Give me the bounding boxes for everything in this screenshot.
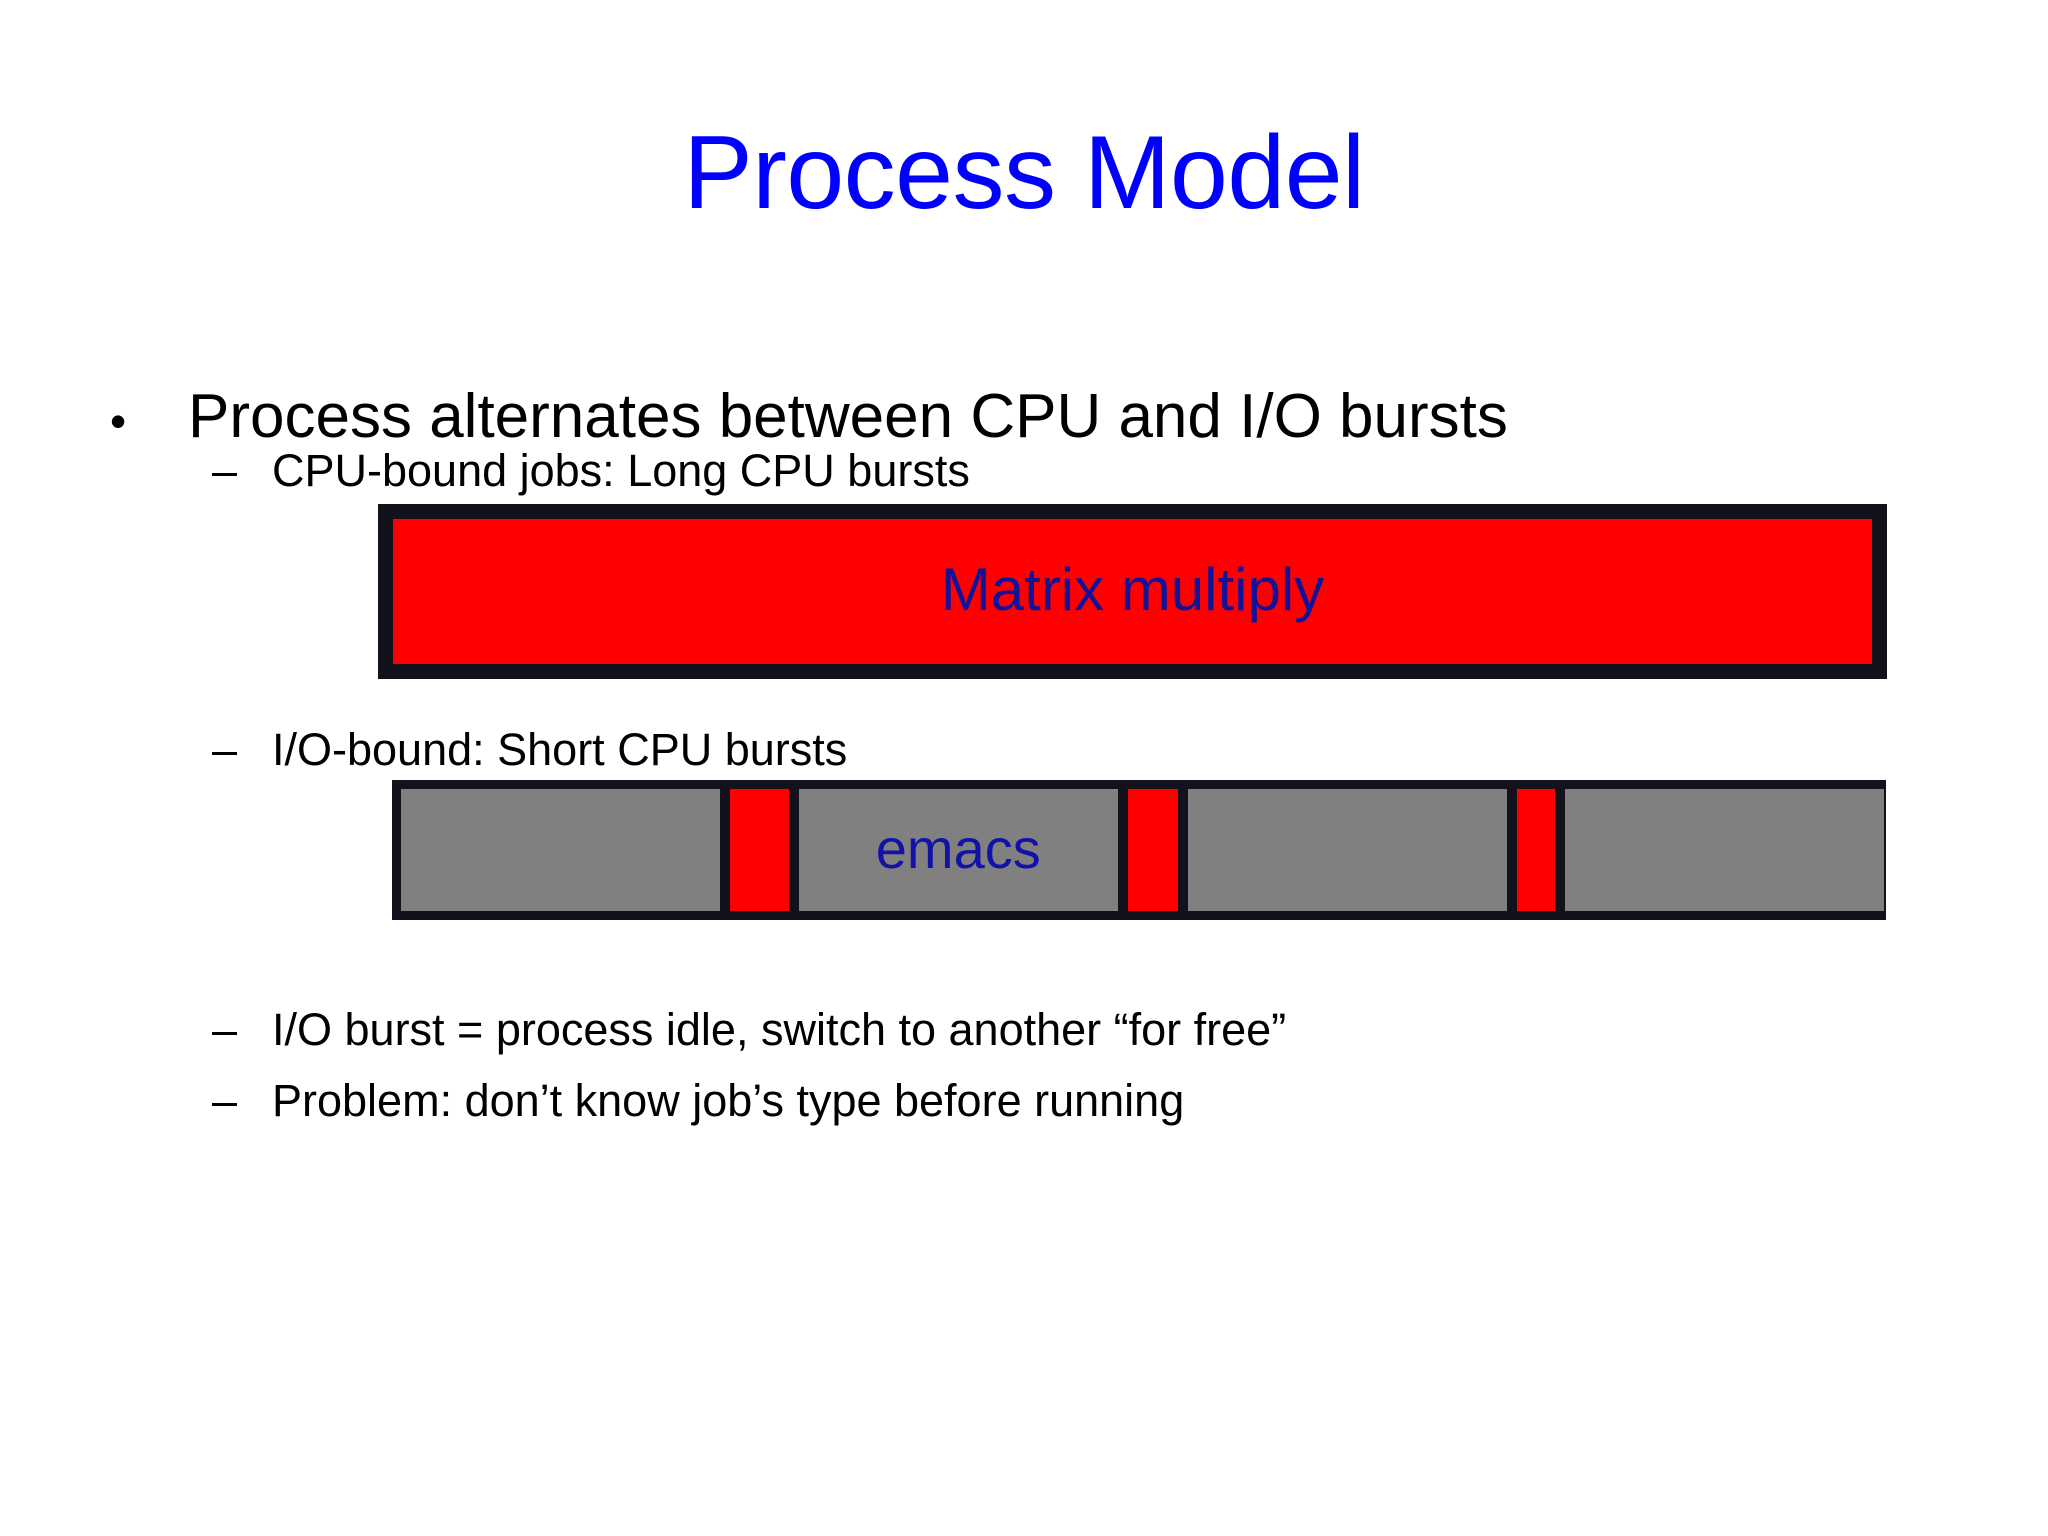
io-bar-cpu-burst-segment	[1127, 789, 1178, 911]
io-bar-idle-segment: emacs	[798, 789, 1118, 911]
io-bar-separator	[1117, 789, 1128, 911]
bullet-marker-dash: –	[212, 724, 238, 775]
io-bound-bar-label: emacs	[875, 817, 1041, 880]
bullet-marker-dash: –	[212, 445, 238, 496]
bullet-level2-cpu-bound-text: CPU-bound jobs: Long CPU bursts	[272, 445, 970, 496]
io-bar-cpu-burst-segment	[729, 789, 789, 911]
bullet-level2-io-burst-free: – I/O burst = process idle, switch to an…	[212, 1007, 1962, 1052]
io-bar-idle-segment	[1565, 789, 1884, 911]
io-bar-idle-segment	[1187, 789, 1507, 911]
io-bar-cpu-burst-segment	[1516, 789, 1556, 911]
bullet-level1-text: Process alternates between CPU and I/O b…	[188, 382, 1508, 451]
bullet-level2-io-bound-text: I/O-bound: Short CPU bursts	[272, 724, 848, 775]
page-title: Process Model	[683, 115, 1365, 231]
bullet-level2-problem-job-type: – Problem: don’t know job’s type before …	[212, 1078, 1962, 1123]
io-bar-separator	[1506, 789, 1517, 911]
io-bar-separator	[719, 789, 730, 911]
bullet-level2-io-burst-free-text: I/O burst = process idle, switch to anot…	[272, 1004, 1287, 1055]
cpu-bound-bar-label: Matrix multiply	[940, 555, 1325, 623]
bullet-level2-io-bound: – I/O-bound: Short CPU bursts	[212, 727, 1962, 772]
io-bar-separator	[1555, 789, 1566, 911]
bullet-marker-dash: –	[212, 1004, 238, 1055]
io-bar-idle-segment	[401, 789, 720, 911]
io-bound-timeline-bar: emacs	[392, 780, 1886, 920]
io-bar-separator	[1177, 789, 1188, 911]
bullet-level2-problem-job-type-text: Problem: don’t know job’s type before ru…	[272, 1075, 1185, 1126]
cpu-bound-timeline-bar: Matrix multiply	[378, 504, 1887, 679]
bullet-level1-process-alternates: • Process alternates between CPU and I/O…	[110, 386, 1910, 448]
bullet-marker-dash: –	[212, 1075, 238, 1126]
io-bar-separator	[788, 789, 799, 911]
bullet-level2-cpu-bound: – CPU-bound jobs: Long CPU bursts	[212, 448, 1962, 493]
bullet-marker-dot: •	[110, 395, 127, 447]
